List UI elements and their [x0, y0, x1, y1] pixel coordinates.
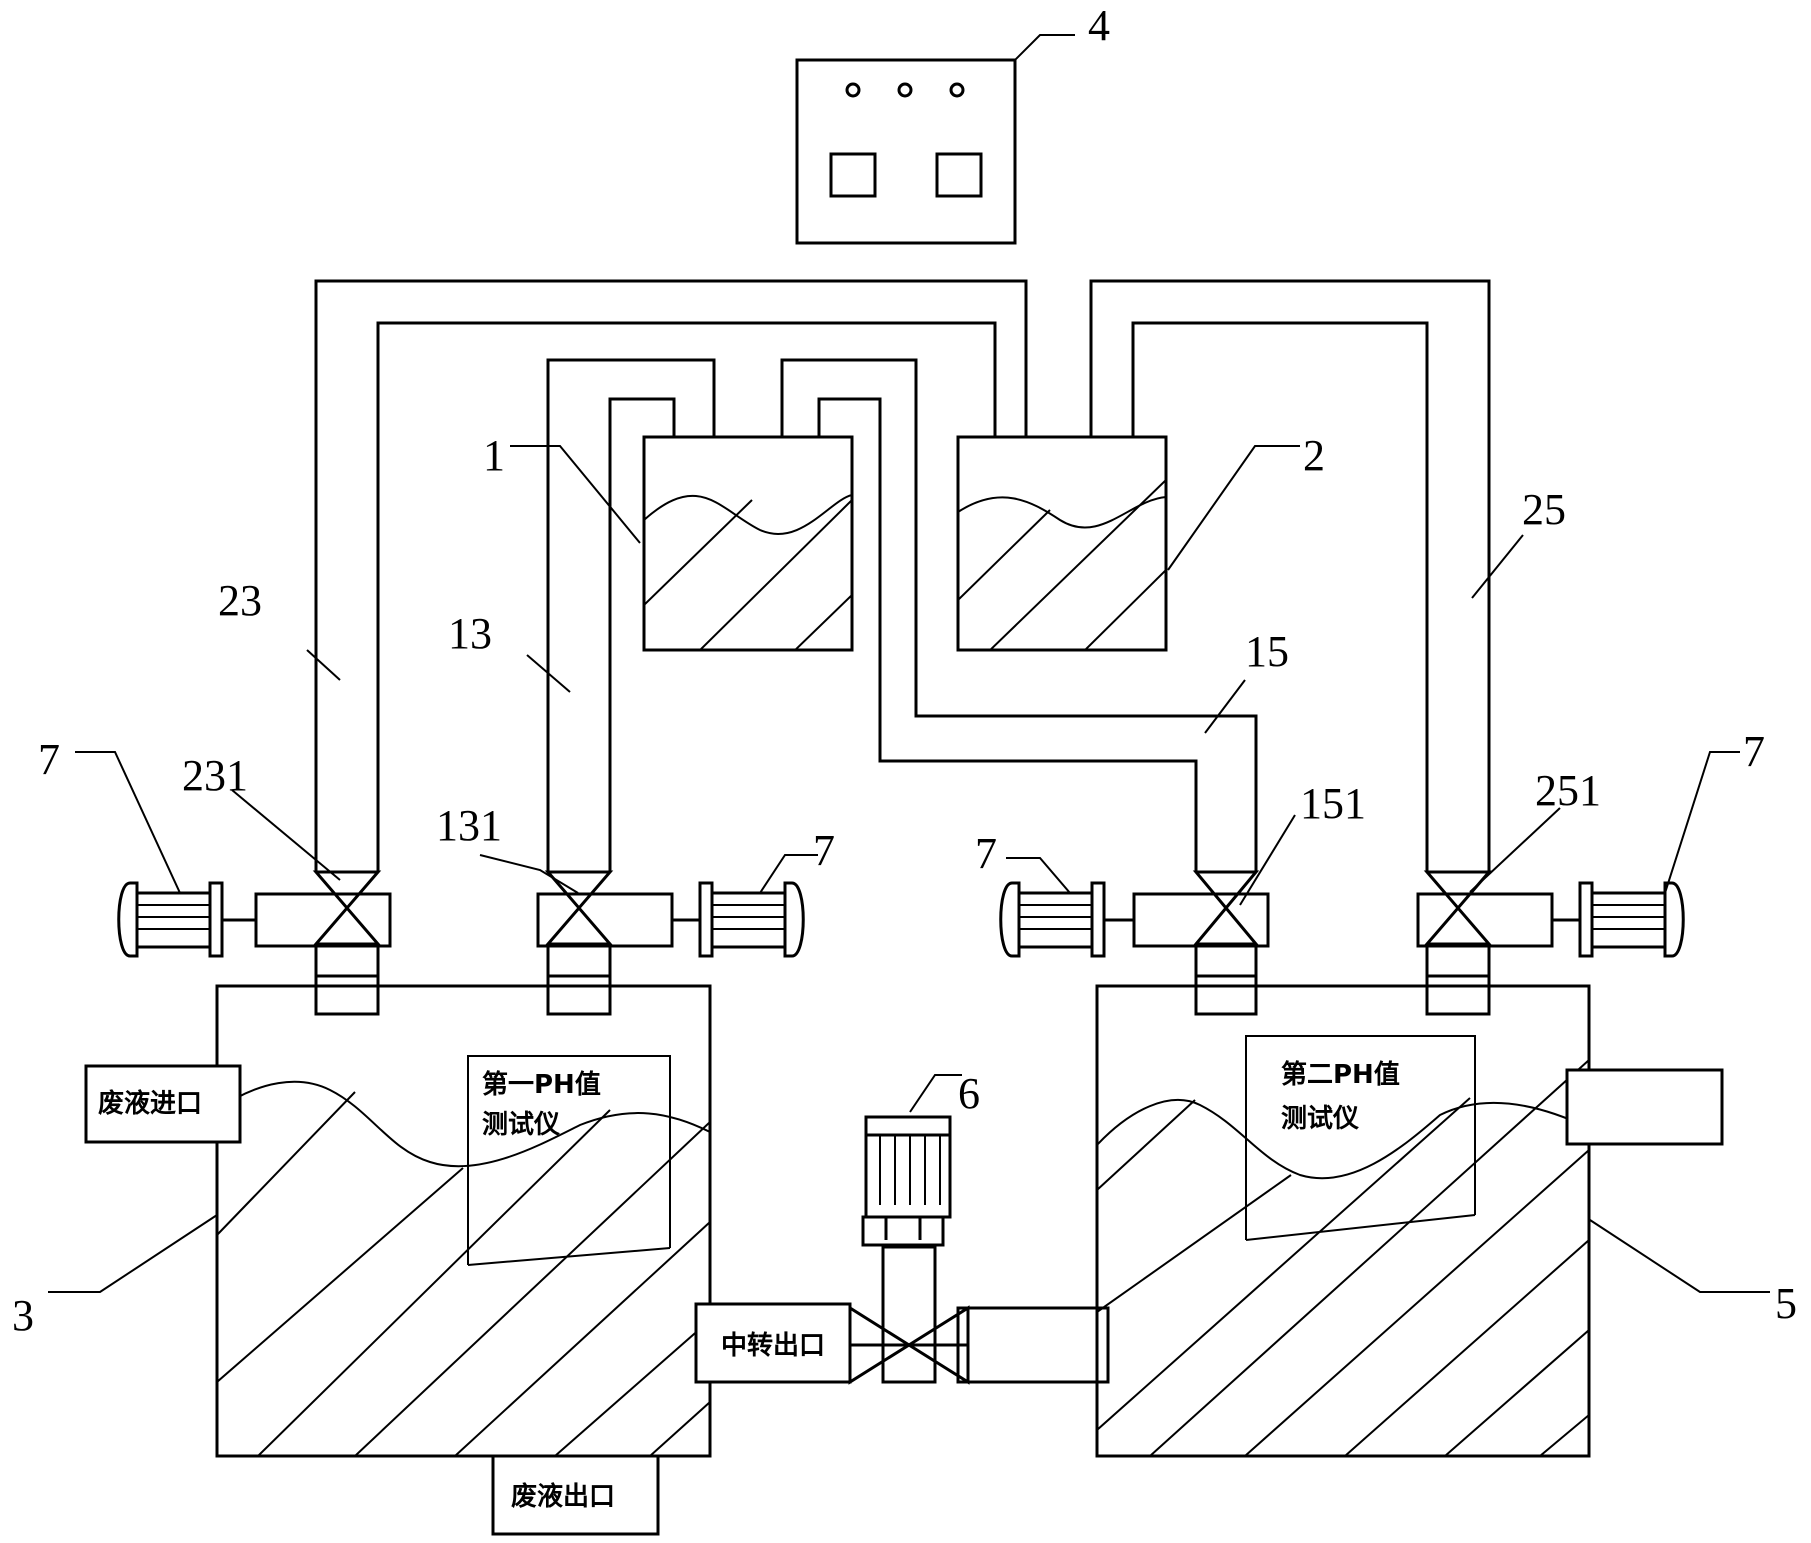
ph-meter-2-label-line2: 测试仪 [1281, 1104, 1360, 1134]
waste-outlet-label: 废液出口 [511, 1481, 615, 1512]
label-motor-left-inner: 7 [813, 826, 835, 875]
control-box [795, 58, 1017, 245]
label-motor-right-inner: 7 [975, 829, 997, 878]
pipe-13 [546, 358, 716, 872]
first-treatment-tank [215, 984, 712, 1458]
pump-pipe-right [956, 1306, 1110, 1384]
reagent-tank-2 [956, 435, 1168, 652]
pipe-25 [1089, 279, 1491, 872]
ph-meter-1-label-line2: 测试仪 [482, 1110, 561, 1140]
label-valve-131: 131 [436, 801, 502, 850]
valve-motor-left-inner [672, 881, 805, 958]
waste-inlet: 废液进口 [84, 1064, 242, 1144]
pump-shaft-housing [881, 1245, 937, 1384]
label-tank-2: 2 [1303, 431, 1325, 480]
valve-151 [1132, 870, 1270, 1016]
label-pipe-23: 23 [218, 576, 262, 625]
reagent-tank-1 [642, 435, 854, 652]
ph-meter-1: 第一PH值 测试仪 [467, 1055, 671, 1266]
label-motor-right-outer: 7 [1743, 727, 1765, 776]
label-valve-251: 251 [1535, 766, 1601, 815]
waste-inlet-label: 废液进口 [98, 1088, 202, 1119]
pipe-15 [780, 358, 1258, 872]
pump-motor [864, 1115, 952, 1219]
leader-lines [48, 34, 1770, 1293]
control-switch-2 [935, 152, 983, 198]
control-switch-1 [829, 152, 877, 198]
pipe-23 [314, 279, 1028, 872]
transfer-outlet: 中转出口 [694, 1302, 852, 1384]
transfer-pump-assembly [848, 1115, 1110, 1385]
reference-numerals: 4 1 2 23 13 15 25 231 131 151 251 7 7 7 … [12, 1, 1797, 1340]
ph-meter-1-label-line1: 第一PH值 [482, 1069, 601, 1100]
label-control-box: 4 [1088, 1, 1110, 50]
label-pipe-25: 25 [1522, 485, 1566, 534]
second-treatment-tank [1095, 984, 1591, 1458]
ph-meter-2: 第二PH值 测试仪 [1245, 1035, 1476, 1241]
label-tank-1: 1 [483, 431, 505, 480]
label-valve-231: 231 [182, 751, 248, 800]
valve-motor-right-outer [1552, 881, 1685, 958]
label-motor-left-outer: 7 [38, 735, 60, 784]
waste-outlet: 废液出口 [491, 1454, 660, 1536]
indicator-light-3 [949, 82, 965, 98]
label-second-tank: 5 [1775, 1279, 1797, 1328]
indicator-light-1 [845, 82, 861, 98]
transfer-outlet-label: 中转出口 [721, 1331, 825, 1361]
valve-251 [1416, 870, 1554, 1016]
valve-231 [254, 870, 392, 1016]
valve-motor-left-outer [117, 881, 256, 958]
ph-meter-2-label-line1: 第二PH值 [1281, 1059, 1400, 1090]
second-tank-side-port [1565, 1068, 1724, 1146]
pump-motor-base [861, 1215, 945, 1247]
valve-motor-right-inner [999, 881, 1134, 958]
label-pipe-13: 13 [448, 609, 492, 658]
label-first-tank: 3 [12, 1291, 34, 1340]
label-valve-151: 151 [1300, 779, 1366, 828]
label-pipe-15: 15 [1245, 627, 1289, 676]
valve-131 [536, 870, 674, 1016]
indicator-light-2 [897, 82, 913, 98]
label-pump-motor: 6 [958, 1069, 980, 1118]
